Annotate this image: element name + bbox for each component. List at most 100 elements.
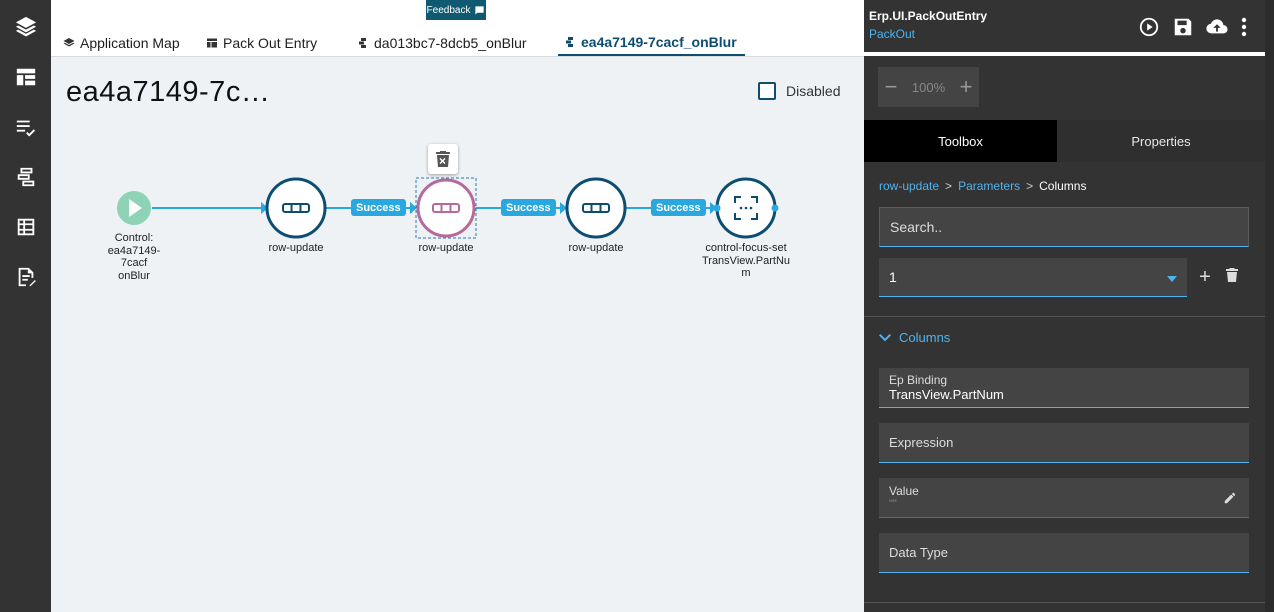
add-column-button[interactable]: +	[1199, 266, 1211, 288]
value-field[interactable]: Value ""	[879, 478, 1249, 518]
checklist-icon[interactable]	[13, 114, 39, 140]
row-update-node[interactable]	[565, 177, 627, 239]
disabled-toggle[interactable]: Disabled	[758, 82, 840, 100]
breadcrumb: row-update > Parameters > Columns	[879, 179, 1086, 193]
tab-pack-out-entry[interactable]: Pack Out Entry	[206, 30, 317, 56]
flow-canvas: Application Map Pack Out Entry da013bc7-…	[51, 0, 864, 612]
zoom-in-button[interactable]: +	[959, 74, 973, 99]
publish-button[interactable]	[1204, 14, 1230, 40]
feedback-label: Feedback	[426, 4, 471, 16]
search-input[interactable]: Search..	[879, 207, 1249, 247]
trash-icon	[1226, 268, 1238, 282]
port-dot	[771, 204, 779, 212]
play-circle-icon	[1139, 17, 1159, 37]
label-line: control-focus-set	[705, 242, 787, 254]
ep-binding-field[interactable]: Ep Binding TransView.PartNum	[879, 368, 1249, 408]
label-line: 7cacf	[120, 257, 148, 269]
connector-arrow	[560, 202, 567, 214]
more-menu-button[interactable]	[1234, 14, 1254, 40]
breadcrumb-separator: >	[945, 179, 953, 193]
data-type-field[interactable]: Data Type	[879, 533, 1249, 573]
layers-icon[interactable]	[13, 13, 39, 39]
flow-diagram	[117, 177, 779, 239]
panel-header: Erp.UI.PackOutEntry PackOut	[864, 0, 1274, 52]
columns-section-toggle[interactable]: Columns	[879, 330, 950, 345]
app-title: Erp.UI.PackOutEntry	[869, 9, 988, 23]
divider	[864, 602, 1265, 603]
row-update-icon	[282, 203, 310, 213]
properties-panel: Erp.UI.PackOutEntry PackOut − 100% + Too…	[864, 0, 1274, 612]
cloud-upload-icon	[1206, 19, 1228, 34]
start-node-label: Control: ea4a7149- 7cacf onBlur	[94, 232, 174, 282]
tab-label: Pack Out Entry	[223, 35, 318, 51]
trash-icon	[436, 151, 450, 167]
comment-icon	[475, 5, 485, 15]
success-connector-badge[interactable]: Success	[351, 199, 406, 216]
grid-icon[interactable]	[13, 214, 39, 240]
event-icon	[359, 38, 366, 48]
label-line: Control:	[114, 232, 154, 244]
row-update-icon	[432, 203, 460, 213]
success-connector-badge[interactable]: Success	[501, 199, 556, 216]
label-line: onBlur	[118, 269, 150, 282]
label-line: TransView.PartNu	[701, 254, 791, 267]
save-button[interactable]	[1170, 14, 1196, 40]
node-label: row-update	[418, 242, 474, 254]
zoom-out-button[interactable]: −	[884, 74, 898, 99]
layout-icon	[207, 38, 217, 48]
tab-application-map[interactable]: Application Map	[63, 30, 180, 56]
breadcrumb-columns: Columns	[1039, 179, 1087, 193]
transfer-icon[interactable]	[13, 164, 39, 190]
tab-ea4a7149-onblur[interactable]: ea4a7149-7cacf_onBlur	[558, 30, 745, 56]
chevron-down-icon	[1167, 276, 1177, 282]
app-subtitle-link[interactable]: PackOut	[869, 27, 916, 41]
header-underline	[864, 52, 1265, 56]
feedback-button[interactable]: Feedback	[426, 0, 486, 20]
label-line: ea4a7149-	[107, 244, 161, 257]
disabled-checkbox[interactable]	[758, 82, 776, 100]
tab-da013bc7-onblur[interactable]: da013bc7-8dcb5_onBlur	[357, 30, 527, 56]
row-update-node-selected[interactable]	[416, 178, 476, 238]
value-label: Value	[889, 484, 919, 498]
layers-icon	[63, 38, 75, 47]
event-icon	[566, 37, 573, 47]
ep-binding-value: TransView.PartNum	[889, 387, 1004, 402]
focus-icon-dot	[739, 206, 743, 210]
expression-label: Expression	[889, 435, 954, 450]
focus-icon	[734, 196, 758, 220]
delete-node-button[interactable]	[428, 144, 458, 174]
column-index-select[interactable]: 1	[879, 258, 1187, 297]
focus-icon-dot	[744, 206, 748, 210]
more-vertical-icon	[1241, 17, 1247, 37]
page-title: ea4a7149-7c…	[66, 76, 271, 108]
play-icon	[129, 199, 142, 217]
node-label: control-focus-set TransView.PartNu m	[696, 242, 796, 280]
save-icon	[1174, 18, 1192, 36]
disabled-label: Disabled	[786, 83, 841, 99]
delete-column-button[interactable]	[1226, 268, 1240, 284]
port-dot	[713, 204, 721, 212]
left-rail	[0, 0, 51, 612]
tab-properties[interactable]: Properties	[1057, 120, 1265, 162]
success-connector-badge[interactable]: Success	[651, 199, 706, 216]
tab-toolbox[interactable]: Toolbox	[864, 120, 1057, 162]
zoom-level: 100%	[911, 79, 946, 95]
edit-document-icon[interactable]	[13, 264, 39, 290]
select-value: 1	[889, 269, 897, 285]
pencil-icon[interactable]	[1223, 491, 1237, 505]
breadcrumb-parameters[interactable]: Parameters	[958, 179, 1021, 193]
node-label: row-update	[268, 242, 324, 254]
connector-arrow	[410, 202, 417, 214]
expression-field[interactable]: Expression	[879, 423, 1249, 463]
node-label: row-update	[568, 242, 624, 254]
tab-bar: Application Map Pack Out Entry da013bc7-…	[51, 0, 864, 57]
run-button[interactable]	[1136, 14, 1162, 40]
row-update-node[interactable]	[265, 177, 327, 239]
selection-box	[415, 177, 477, 239]
breadcrumb-row-update[interactable]: row-update	[879, 179, 940, 193]
layout-icon[interactable]	[13, 64, 39, 90]
panel-scrollbar[interactable]	[1265, 0, 1274, 612]
tab-label: Application Map	[80, 35, 180, 51]
chevron-down-icon	[879, 333, 891, 341]
tab-label: ea4a7149-7cacf_onBlur	[581, 34, 737, 50]
